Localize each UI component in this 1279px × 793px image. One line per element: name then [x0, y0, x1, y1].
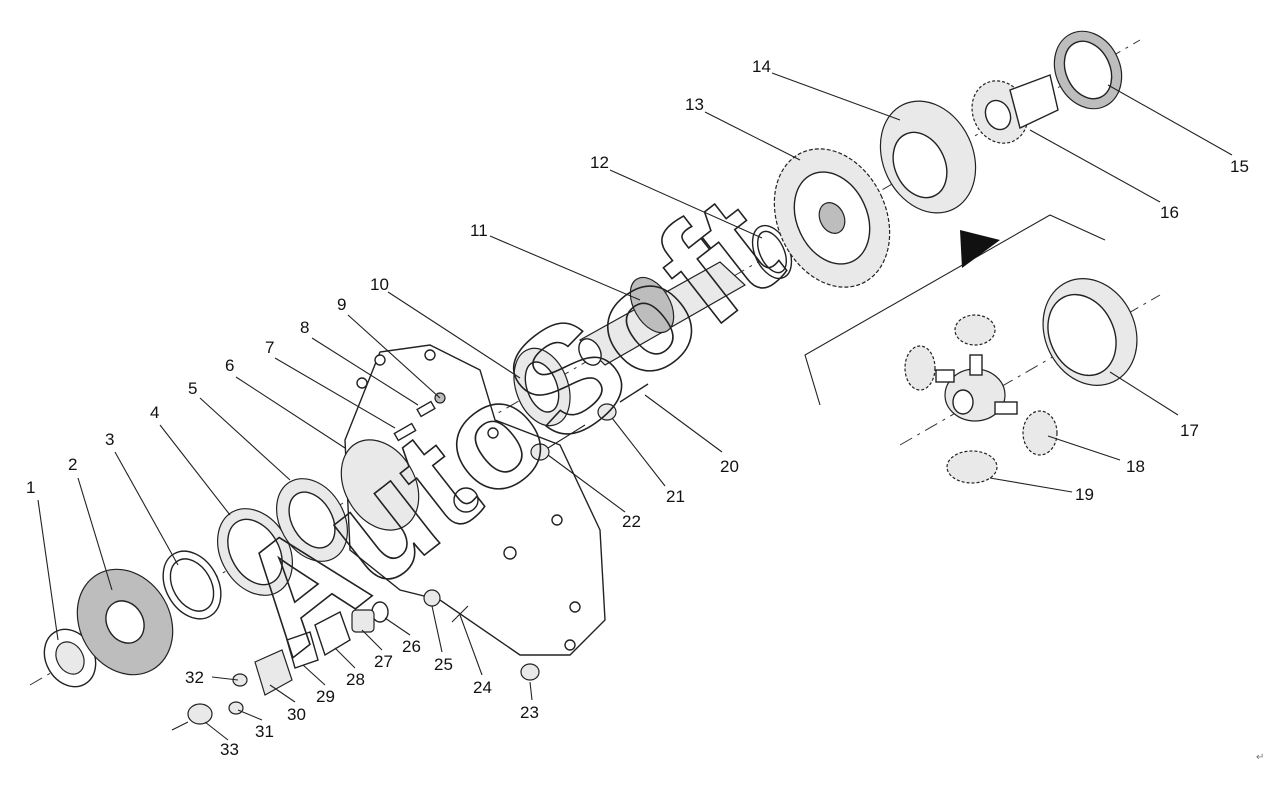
label-16: 16: [1160, 203, 1179, 222]
differential-axis: [899, 294, 1161, 446]
label-9: 9: [337, 295, 346, 314]
part-4-roller-bearing: [217, 508, 293, 596]
label-23: 23: [520, 703, 539, 722]
label-28: 28: [346, 670, 365, 689]
label-13: 13: [685, 95, 704, 114]
part-33-connector: [171, 703, 213, 731]
label-5: 5: [188, 379, 197, 398]
part-8-plug: [416, 400, 436, 418]
part-2-flange: [76, 568, 174, 676]
label-33: 33: [220, 740, 239, 759]
label-10: 10: [370, 275, 389, 294]
label-14: 14: [752, 57, 771, 76]
part-21-plug: [597, 403, 617, 421]
part-15-bearing: [1053, 30, 1123, 110]
leader-lines: [37, 72, 1233, 741]
label-1: 1: [26, 478, 35, 497]
label-2: 2: [68, 455, 77, 474]
label-18: 18: [1126, 457, 1145, 476]
label-29: 29: [316, 687, 335, 706]
part-11-shaft: [578, 261, 747, 366]
part-19-pinion-gear: [946, 450, 998, 484]
label-26: 26: [402, 637, 421, 656]
label-22: 22: [622, 512, 641, 531]
part-7-pin: [393, 422, 417, 442]
part-18-side-gear: [1022, 410, 1058, 456]
label-30: 30: [287, 705, 306, 724]
part-27-bushing: [351, 609, 375, 633]
label-31: 31: [255, 722, 274, 741]
part-17-ring: [1042, 278, 1138, 386]
part-10-bearing: [513, 347, 571, 427]
part-23-bolt: [520, 663, 540, 681]
label-6: 6: [225, 356, 234, 375]
label-4: 4: [150, 403, 159, 422]
label-15: 15: [1230, 157, 1249, 176]
corner-mark: ↵: [1256, 752, 1264, 763]
part-labels: 1 2 3 4 5 6 7 8 9 10 11 12 13 14 15 16 1…: [26, 57, 1249, 759]
part-5-bearing-cup: [276, 478, 348, 562]
label-3: 3: [105, 430, 114, 449]
label-7: 7: [265, 338, 274, 357]
label-24: 24: [473, 678, 492, 697]
part-6-housing: [340, 344, 606, 656]
part-14-bearing: [879, 100, 977, 214]
part-28-bracket: [314, 611, 351, 657]
label-32: 32: [185, 668, 204, 687]
part-22-screw: [530, 424, 586, 461]
label-17: 17: [1180, 421, 1199, 440]
diff-gear-left: [904, 345, 936, 391]
label-11: 11: [470, 221, 488, 240]
part-20-spring: [619, 383, 649, 403]
part-29-gasket: [286, 631, 319, 669]
label-27: 27: [374, 652, 393, 671]
differential-group-outline: [804, 214, 1106, 406]
part-13-gear: [773, 148, 891, 288]
part-30-sensor: [254, 649, 293, 696]
part-16-bevel-gear: [971, 74, 1059, 144]
differential-spider: [935, 354, 1018, 422]
label-20: 20: [720, 457, 739, 476]
diff-gear-top: [954, 314, 996, 346]
part-24-pin: [451, 605, 469, 623]
part-1-seal: [43, 628, 97, 688]
label-8: 8: [300, 318, 309, 337]
part-32-bolt: [232, 673, 248, 687]
part-12-snap-ring: [751, 224, 793, 280]
label-25: 25: [434, 655, 453, 674]
label-12: 12: [590, 153, 609, 172]
label-19: 19: [1075, 485, 1094, 504]
part-31-bolt: [228, 701, 244, 715]
label-21: 21: [666, 487, 685, 506]
part-3-ring: [162, 550, 222, 620]
pointer-arrow-icon: [960, 230, 1000, 268]
